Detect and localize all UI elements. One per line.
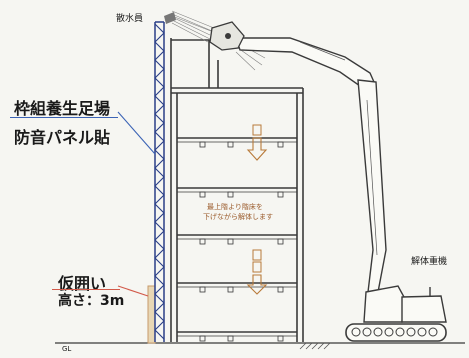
excavator-boom	[235, 37, 387, 293]
ground-hatch	[299, 342, 331, 350]
track-wheels	[351, 327, 438, 337]
building-frame	[170, 38, 304, 342]
excavator-cab	[363, 285, 405, 323]
scaffold-leader-line	[117, 111, 156, 155]
sprinkler-label: 散水員	[116, 14, 144, 24]
down-arrow-upper	[246, 137, 268, 161]
floor-slab	[177, 234, 297, 245]
floor-slab	[177, 187, 297, 198]
scaffold-label-underline	[10, 117, 118, 118]
floor-slab	[177, 331, 297, 342]
floor-slab	[177, 137, 297, 148]
demolition-note-line1: 最上階より階床を	[207, 203, 263, 211]
demolition-note-line2: 下げながら解体します	[203, 213, 273, 221]
sprinkler-nozzle	[164, 12, 176, 24]
scaffold-bracing	[154, 23, 165, 340]
floor-slabs	[177, 137, 297, 342]
column-markers	[252, 124, 262, 273]
scaffold-label-line1: 枠組養生足場	[14, 99, 111, 118]
attachment-pivot	[225, 33, 231, 39]
scaffold-label-line2: 防音パネル貼	[14, 128, 111, 147]
ground-level-label: GL	[62, 345, 72, 353]
fence-label-line2: 高さ：3m	[58, 293, 125, 309]
fence-label-line1: 仮囲い	[58, 274, 107, 293]
temporary-fence	[147, 285, 156, 344]
scaffold-tower	[154, 21, 165, 342]
excavator-engine	[401, 295, 447, 323]
floor-slab	[177, 282, 297, 293]
spray-lines	[171, 10, 269, 71]
fence-leader-line	[117, 285, 149, 297]
fence-label-underline	[52, 289, 120, 290]
down-arrow-lower	[246, 274, 268, 295]
excavator-boom-detail	[299, 41, 378, 256]
machine-label: 解体重機	[411, 257, 448, 267]
